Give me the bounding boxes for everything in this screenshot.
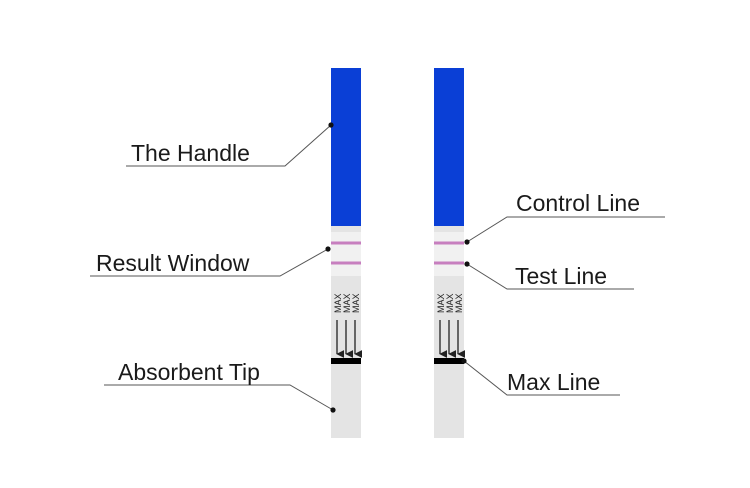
absorbent-tip-leader-dot xyxy=(330,407,335,412)
left-strip-handle xyxy=(331,68,361,226)
right-max-labels: MAX MAX MAX xyxy=(436,293,464,313)
label-result-window: Result Window xyxy=(96,252,249,275)
label-test-line: Test Line xyxy=(515,265,607,288)
right-result-window xyxy=(434,232,464,276)
left-result-window xyxy=(331,232,361,276)
label-control-line: Control Line xyxy=(516,192,640,215)
right-test-strip: MAX MAX MAX xyxy=(434,68,464,438)
right-max-text-3: MAX xyxy=(454,293,464,313)
right-strip-handle xyxy=(434,68,464,226)
right-max-bar xyxy=(434,358,464,364)
absorbent-tip-leader-line xyxy=(104,385,333,410)
result-window-leader-dot xyxy=(325,246,330,251)
left-max-text-3: MAX xyxy=(351,293,361,313)
left-test-strip: MAX MAX MAX xyxy=(331,68,361,438)
control-line-leader-dot xyxy=(464,239,469,244)
label-absorbent-tip: Absorbent Tip xyxy=(118,361,260,384)
label-the-handle: The Handle xyxy=(131,142,250,165)
left-max-labels: MAX MAX MAX xyxy=(333,293,361,313)
control-line-leader-line xyxy=(467,217,665,242)
label-max-line: Max Line xyxy=(507,371,600,394)
max-line-leader-dot xyxy=(461,358,466,363)
test-line-leader-dot xyxy=(464,261,469,266)
handle-leader-dot xyxy=(328,122,333,127)
left-max-bar xyxy=(331,358,361,364)
